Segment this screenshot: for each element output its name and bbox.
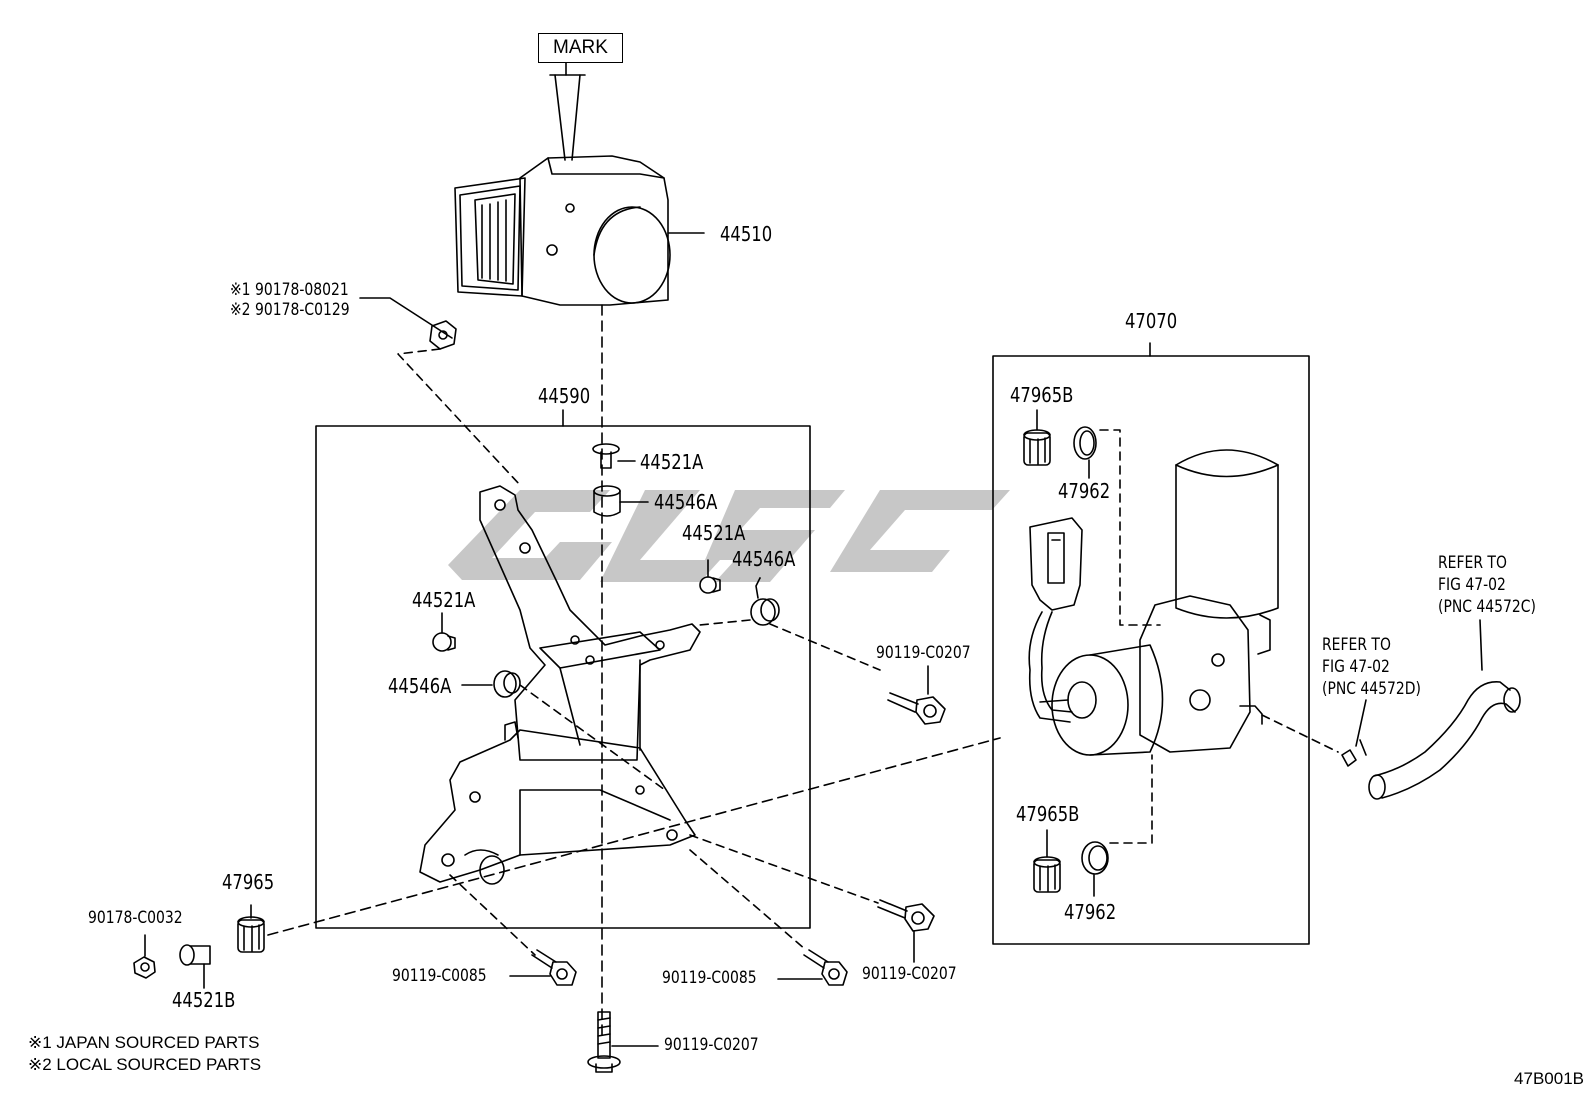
part-label-47965b-lower[interactable]: 47965B	[1016, 802, 1080, 826]
reference-right-line-2[interactable]: FIG 47-02	[1438, 575, 1506, 595]
part-label-bolt-right-upper[interactable]: 90119-C0207	[876, 643, 971, 663]
cushion-47965b-lower-drawing	[1033, 829, 1061, 893]
pump-motor-drawing	[1039, 449, 1279, 756]
reference-mid-line-2[interactable]: FIG 47-02	[1322, 657, 1390, 677]
part-label-bolt-left-bottom[interactable]: 90119-C0085	[392, 966, 487, 986]
cushion-44546a-right-drawing	[699, 577, 881, 671]
bolt-90119-c0207-bottom-drawing	[587, 1011, 659, 1073]
part-label-cushion-left[interactable]: 44546A	[388, 674, 452, 698]
part-label-44510[interactable]: 44510	[720, 222, 773, 246]
reference-right-line-1[interactable]: REFER TO	[1438, 553, 1507, 573]
group-label-44590[interactable]: 44590	[538, 384, 591, 408]
part-label-nut-alt-1[interactable]: ※1 90178-08021	[230, 280, 349, 300]
collar-44521a-left-drawing	[432, 612, 456, 652]
ring-47962-lower-drawing	[1081, 754, 1153, 897]
mark-label: MARK	[553, 37, 608, 58]
nut-90178-upper-drawing	[359, 297, 521, 486]
part-label-cushion-top[interactable]: 44546A	[654, 490, 718, 514]
footnote-local: ※2 LOCAL SOURCED PARTS	[28, 1055, 262, 1074]
bolt-90119-c0085-left-drawing	[449, 874, 577, 986]
part-label-bolt-mid-bottom[interactable]: 90119-C0085	[662, 968, 757, 988]
reference-right-line-3[interactable]: (PNC 44572C)	[1438, 597, 1536, 617]
reference-mid-line-3[interactable]: (PNC 44572D)	[1322, 679, 1421, 699]
part-label-collar-left[interactable]: 44521A	[412, 588, 476, 612]
bolt-90119-c0085-mid-drawing	[689, 849, 848, 986]
part-label-nut-alt-2[interactable]: ※2 90178-C0129	[230, 300, 350, 320]
collar-44521a-right-drawing	[699, 559, 721, 594]
figure-code: 47B001B	[1514, 1069, 1584, 1088]
reference-mid-line-1[interactable]: REFER TO	[1322, 635, 1391, 655]
part-label-bolt-right-lower[interactable]: 90119-C0207	[862, 964, 957, 984]
cushion-44546a-top-drawing	[593, 485, 649, 517]
group-label-47070[interactable]: 47070	[1125, 309, 1178, 333]
cushion-44546a-left-drawing	[461, 670, 666, 791]
part-label-47965[interactable]: 47965	[222, 870, 275, 894]
mark-leader	[549, 60, 586, 161]
bracket-drawing	[419, 485, 701, 885]
cushion-47965-drawing	[237, 737, 1001, 953]
part-label-cushion-right[interactable]: 44546A	[732, 547, 796, 571]
collar-44521a-top-drawing	[592, 443, 636, 469]
ring-47962-upper-drawing	[1073, 426, 1161, 626]
part-label-bolt-bottom[interactable]: 90119-C0207	[664, 1035, 759, 1055]
part-label-collar-top[interactable]: 44521A	[640, 450, 704, 474]
pump-harness-drawing	[1028, 517, 1083, 723]
part-label-47962-lower[interactable]: 47962	[1064, 900, 1117, 924]
actuator-44510-drawing	[454, 155, 705, 306]
hose-drawing	[1368, 619, 1521, 800]
part-label-collar-right[interactable]: 44521A	[682, 521, 746, 545]
pump-assy-box	[992, 355, 1310, 945]
part-label-47962-upper[interactable]: 47962	[1058, 479, 1111, 503]
part-label-44521b[interactable]: 44521B	[172, 988, 236, 1012]
clip-drawing	[1261, 699, 1367, 767]
watermark-logo	[448, 490, 1010, 582]
mark-box: MARK	[538, 33, 623, 63]
part-label-90178-c0032[interactable]: 90178-C0032	[88, 908, 183, 928]
nut-90178-c0032-drawing	[133, 934, 156, 979]
cushion-47965b-upper-drawing	[1023, 409, 1051, 466]
bolt-90119-c0207-right-lower-drawing	[689, 834, 935, 963]
bolt-90119-c0207-right-upper-drawing	[887, 665, 946, 725]
footnote-japan: ※1 JAPAN SOURCED PARTS	[28, 1033, 260, 1052]
part-label-47965b-upper[interactable]: 47965B	[1010, 383, 1074, 407]
collar-44521b-drawing	[179, 944, 211, 989]
